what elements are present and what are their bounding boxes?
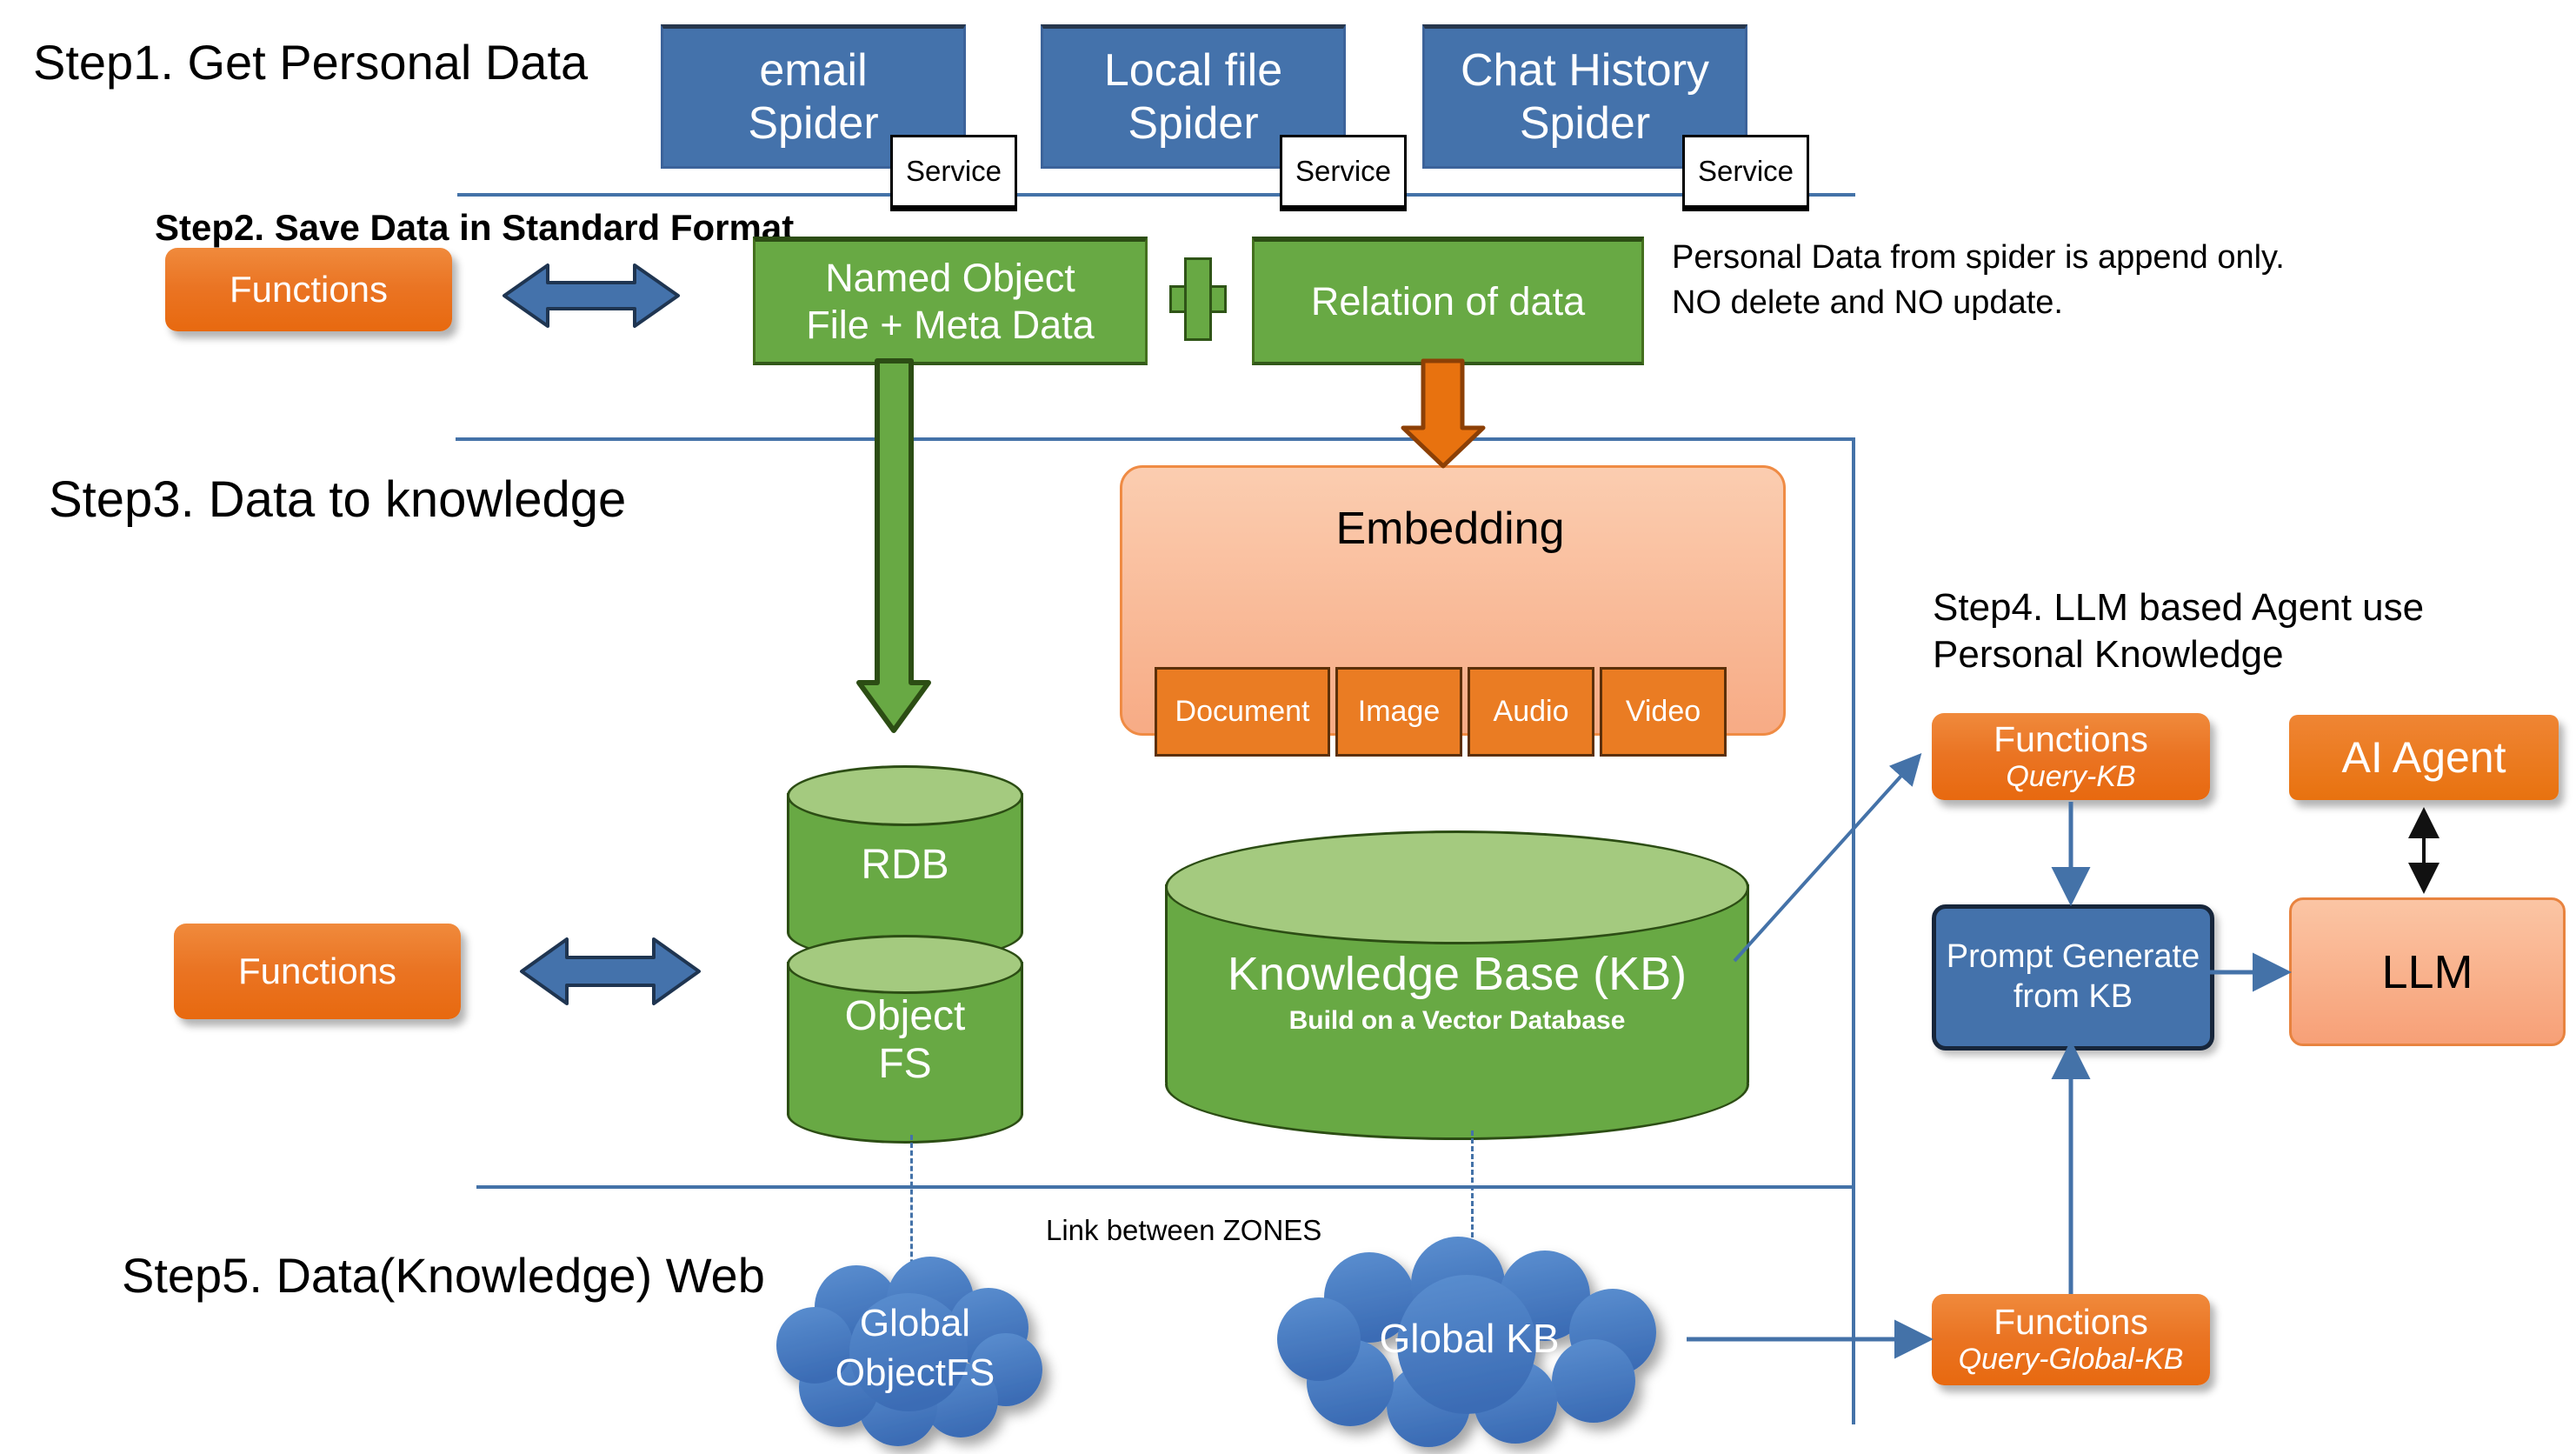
global-kb-label: Global KB [1379, 1316, 1560, 1362]
double-arrow-step3 [520, 937, 701, 1005]
prompt-generate-box[interactable]: Prompt Generate from KB [1932, 904, 2214, 1050]
service-badge-chat-history: Service [1682, 135, 1809, 211]
media-type-audio[interactable]: Audio [1468, 667, 1594, 757]
global-objectfs-label: Global ObjectFS [835, 1301, 995, 1394]
ai-agent-box[interactable]: AI Agent [2289, 715, 2559, 800]
zone-separator-line-1 [457, 193, 1855, 197]
object-fs-cylinder: Object FS [787, 935, 1023, 1144]
global-kb-cloud[interactable]: Global KB [1239, 1237, 1700, 1447]
zone-separator-line-2 [456, 437, 1855, 441]
cylinder-top [787, 765, 1023, 826]
llm-box[interactable]: LLM [2289, 897, 2566, 1046]
embedding-title: Embedding [1335, 504, 1565, 554]
cylinder-top [787, 935, 1023, 994]
dashed-link-kb [1471, 1131, 1474, 1300]
functions-query-global-kb-button[interactable]: Functions Query-Global-KB [1932, 1294, 2210, 1385]
plus-icon [1169, 257, 1227, 341]
arrow-kb-to-query-kb [1733, 753, 1922, 963]
service-badge-local-file: Service [1280, 135, 1407, 211]
media-type-image[interactable]: Image [1335, 667, 1462, 757]
media-type-document[interactable]: Document [1155, 667, 1330, 757]
cylinder-top [1165, 830, 1749, 944]
step3-title: Step3. Data to knowledge [49, 471, 627, 528]
functions-button-step2[interactable]: Functions [165, 248, 452, 331]
zone-boundary-vertical-line [1852, 437, 1855, 1424]
link-between-zones-label: Link between ZONES [1046, 1214, 1322, 1246]
rdb-label: RDB [861, 842, 949, 889]
step5-title: Step5. Data(Knowledge) Web [122, 1248, 765, 1303]
relation-of-data-box: Relation of data [1252, 237, 1644, 365]
global-objectfs-cloud[interactable]: Global ObjectFS [752, 1257, 1078, 1446]
orange-down-arrow [1401, 358, 1486, 469]
knowledge-base-cylinder: Knowledge Base (KB) Build on a Vector Da… [1165, 830, 1749, 1140]
object-fs-label: Object FS [844, 992, 966, 1087]
append-only-note: Personal Data from spider is append only… [1672, 239, 2285, 322]
kb-title: Knowledge Base (KB) [1227, 947, 1687, 1000]
step2-title: Step2. Save Data in Standard Format [155, 207, 795, 248]
zone-separator-line-3 [476, 1185, 1854, 1189]
double-arrow-step2 [503, 263, 680, 328]
kb-label-group: Knowledge Base (KB) Build on a Vector Da… [1165, 944, 1749, 1039]
green-down-arrow [856, 358, 931, 733]
named-object-file-box: Named Object File + Meta Data [753, 237, 1148, 365]
media-type-video[interactable]: Video [1600, 667, 1727, 757]
kb-subtitle: Build on a Vector Database [1288, 1005, 1626, 1035]
functions-sublabel: Query-KB [2006, 759, 2136, 793]
functions-query-kb-button[interactable]: Functions Query-KB [1932, 713, 2210, 800]
step1-title: Step1. Get Personal Data [33, 35, 589, 90]
functions-sublabel: Query-Global-KB [1958, 1343, 2184, 1377]
functions-label: Functions [237, 950, 397, 991]
email-spider-box[interactable]: email Spider [661, 24, 966, 169]
functions-button-step3[interactable]: Functions [174, 924, 461, 1019]
functions-label: Functions [1994, 1302, 2148, 1343]
step4-title: Step4. LLM based Agent use Personal Know… [1933, 586, 2425, 676]
dashed-link-objectfs [910, 1135, 913, 1296]
service-badge-email: Service [890, 135, 1017, 211]
rdb-cylinder: RDB [787, 765, 1023, 962]
functions-label: Functions [1994, 718, 2148, 759]
functions-label: Functions [229, 268, 389, 310]
